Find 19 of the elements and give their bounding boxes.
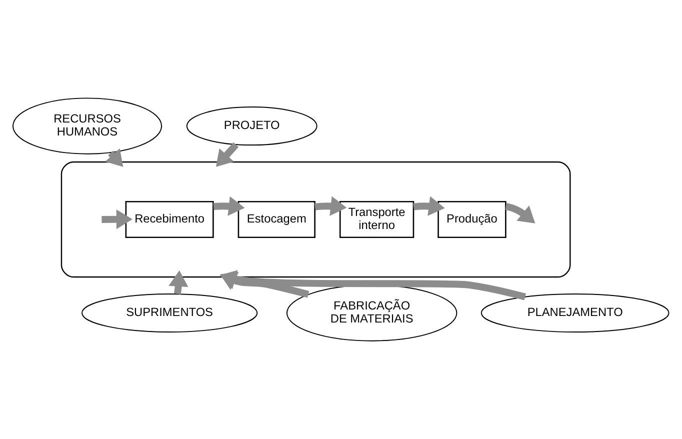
arrow [413,196,445,216]
arrow [168,270,188,294]
node-box: Estocagem [238,201,316,238]
node-box: Produção [438,201,506,238]
arrow [314,196,347,216]
cluster [60,161,571,278]
node-box: Transporte interno [339,201,414,238]
node-ellipse: PLANEJAMENTO [480,293,670,332]
arrow [213,196,245,216]
arrow [105,148,124,167]
node-ellipse: SUPRIMENTOS [82,293,258,332]
arrow [505,203,536,224]
arrow [220,272,310,298]
node-ellipse: RECURSOS HUMANOS [12,98,162,154]
arrow [102,209,132,230]
node-ellipse: FABRICAÇÃO DE MATERIAIS [286,284,458,342]
node-ellipse: PROJETO [186,106,318,146]
node-box: Recebimento [125,201,214,238]
arrow [216,142,239,167]
